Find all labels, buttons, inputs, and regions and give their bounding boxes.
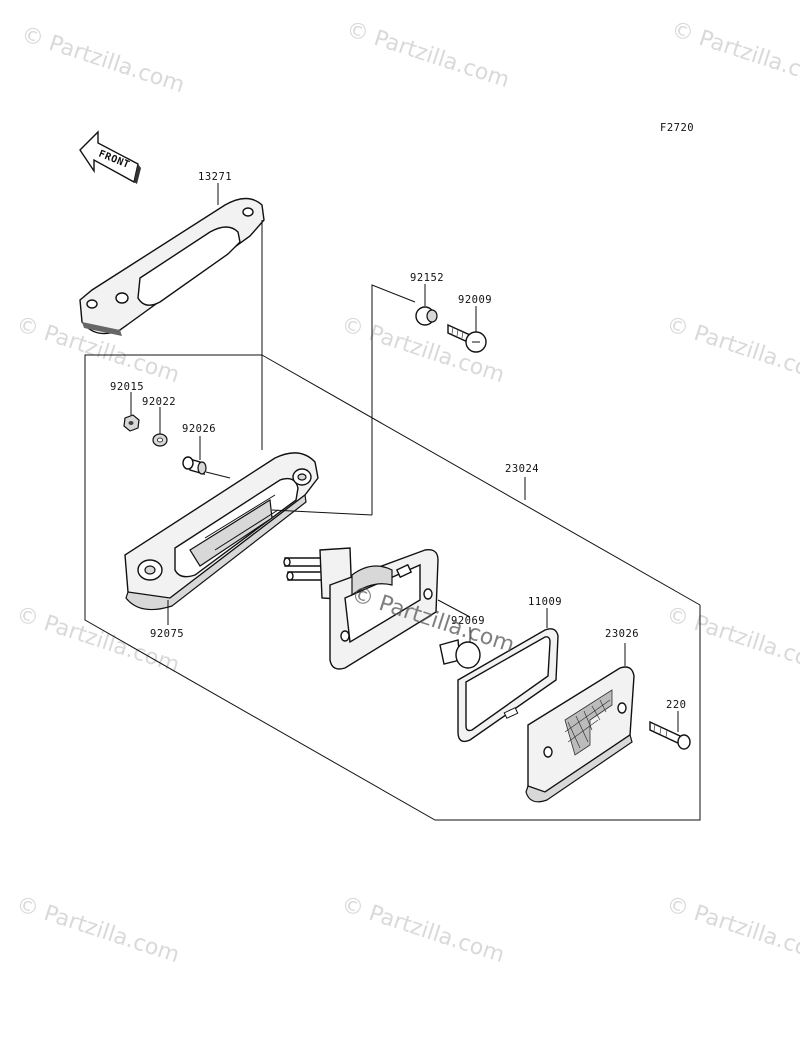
watermark: © Partzilla.com (13, 892, 182, 968)
part-92015-nut (123, 414, 140, 432)
watermark: © Partzilla.com (663, 602, 800, 678)
watermark: © Partzilla.com (663, 892, 800, 968)
part-label-13271[interactable]: 13271 (198, 171, 232, 183)
bracket-92152 (371, 284, 416, 515)
part-label-92069[interactable]: 92069 (451, 615, 485, 627)
part-label-92009[interactable]: 92009 (458, 294, 492, 306)
assembly-outline-diagonal (261, 354, 701, 606)
part-92069-bulb (439, 639, 481, 669)
watermark: © Partzilla.com (18, 22, 187, 98)
part-220-screw (649, 720, 691, 750)
leader-housing-to-bracket (271, 509, 373, 516)
part-92152-grommet (415, 306, 438, 326)
front-arrow-icon: FRONT (79, 130, 141, 184)
part-label-92152[interactable]: 92152 (410, 272, 444, 284)
part-label-92022[interactable]: 92022 (142, 396, 176, 408)
leader-92026-to-housing (205, 471, 231, 479)
watermark: © Partzilla.com (343, 17, 512, 93)
watermark: © Partzilla.com (668, 17, 800, 93)
part-label-92075[interactable]: 92075 (150, 628, 184, 640)
part-92009-screw (447, 323, 487, 353)
watermark: © Partzilla.com (338, 892, 507, 968)
part-13271-gasket (79, 197, 265, 336)
watermark: © Partzilla.com (13, 602, 182, 678)
part-92022-washer (152, 433, 168, 447)
lens-pattern (564, 689, 613, 756)
part-92026-collar (182, 456, 207, 476)
assembly-outline (84, 354, 701, 821)
leader-92069-extend (437, 599, 471, 618)
part-11009-gasket (457, 628, 559, 743)
part-label-23024[interactable]: 23024 (505, 463, 539, 475)
watermark: © Partzilla.com (663, 312, 800, 388)
watermark-layer: © Partzilla.com © Partzilla.com © Partzi… (13, 17, 800, 968)
part-23026-lens (525, 666, 635, 803)
part-label-92026[interactable]: 92026 (182, 423, 216, 435)
part-label-23026[interactable]: 23026 (605, 628, 639, 640)
part-label-92015[interactable]: 92015 (110, 381, 144, 393)
diagram-code: F2720 (660, 122, 694, 134)
part-label-11009[interactable]: 11009 (528, 596, 562, 608)
part-92075-housing (124, 452, 319, 611)
part-socket-base (283, 547, 439, 670)
part-label-220[interactable]: 220 (666, 699, 686, 711)
